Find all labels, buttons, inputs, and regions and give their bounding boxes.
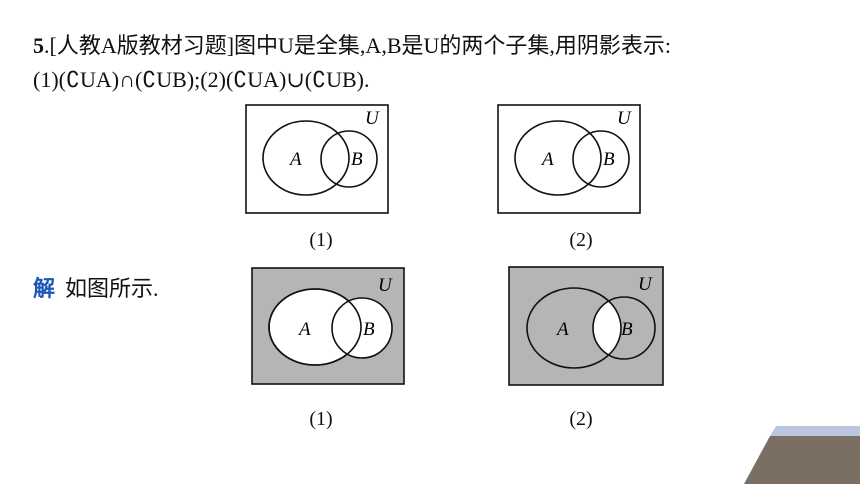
problem-parts: (1)(∁UA)∩(∁UB);(2)(∁UA)∪(∁UB). bbox=[33, 67, 370, 92]
problem-stem: 图中U是全集,A,B是U的两个子集,用阴影表示: bbox=[234, 33, 671, 58]
caption-answer-2: (2) bbox=[569, 408, 593, 430]
universe-rect bbox=[497, 104, 641, 214]
problem-source: [人教A版教材习题] bbox=[49, 33, 235, 58]
set-a-label: A bbox=[288, 149, 302, 170]
set-a-ellipse bbox=[526, 287, 622, 369]
universe-rect bbox=[245, 104, 389, 214]
intersection-region bbox=[593, 297, 621, 359]
caption-question-2: (2) bbox=[569, 229, 593, 251]
corner-light-band bbox=[770, 426, 860, 436]
set-b-label: B bbox=[621, 319, 633, 340]
universe-label: U bbox=[378, 275, 393, 296]
venn-diagram-question-2: U A B bbox=[497, 104, 641, 214]
caption-question-1: (1) bbox=[309, 229, 333, 251]
problem-number: 5 bbox=[33, 33, 44, 58]
set-b-label: B bbox=[363, 319, 375, 340]
decorative-corner-shape bbox=[744, 426, 860, 484]
set-a-label: A bbox=[540, 149, 554, 170]
set-b-ellipse bbox=[320, 130, 378, 188]
universe-label: U bbox=[365, 108, 380, 129]
venn-diagram-question-1: U A B bbox=[245, 104, 389, 214]
solution-text: 如图所示. bbox=[65, 276, 159, 301]
set-b-label: B bbox=[351, 149, 363, 170]
set-b-label: B bbox=[603, 149, 615, 170]
solution-line: 解如图所示. bbox=[33, 271, 159, 303]
problem-statement: 5.[人教A版教材习题]图中U是全集,A,B是U的两个子集,用阴影表示: bbox=[33, 28, 671, 60]
corner-dark-block bbox=[744, 436, 860, 484]
problem-dot: . bbox=[44, 33, 50, 58]
set-a-ellipse bbox=[514, 120, 602, 196]
set-b-ellipse bbox=[331, 297, 393, 359]
set-a-outline bbox=[268, 288, 362, 366]
universe-rect-shaded bbox=[508, 266, 664, 386]
caption-answer-1: (1) bbox=[309, 408, 333, 430]
set-b-ellipse bbox=[592, 296, 656, 360]
venn-diagram-answer-2: U A B bbox=[508, 266, 664, 386]
set-a-label: A bbox=[555, 319, 569, 340]
set-a-ellipse bbox=[262, 120, 350, 196]
universe-label: U bbox=[617, 108, 632, 129]
set-b-ellipse bbox=[572, 130, 630, 188]
set-a-label: A bbox=[297, 319, 311, 340]
universe-label: U bbox=[638, 274, 653, 295]
venn-diagram-answer-1: U A B bbox=[251, 267, 405, 385]
solution-keyword: 解 bbox=[33, 276, 56, 301]
